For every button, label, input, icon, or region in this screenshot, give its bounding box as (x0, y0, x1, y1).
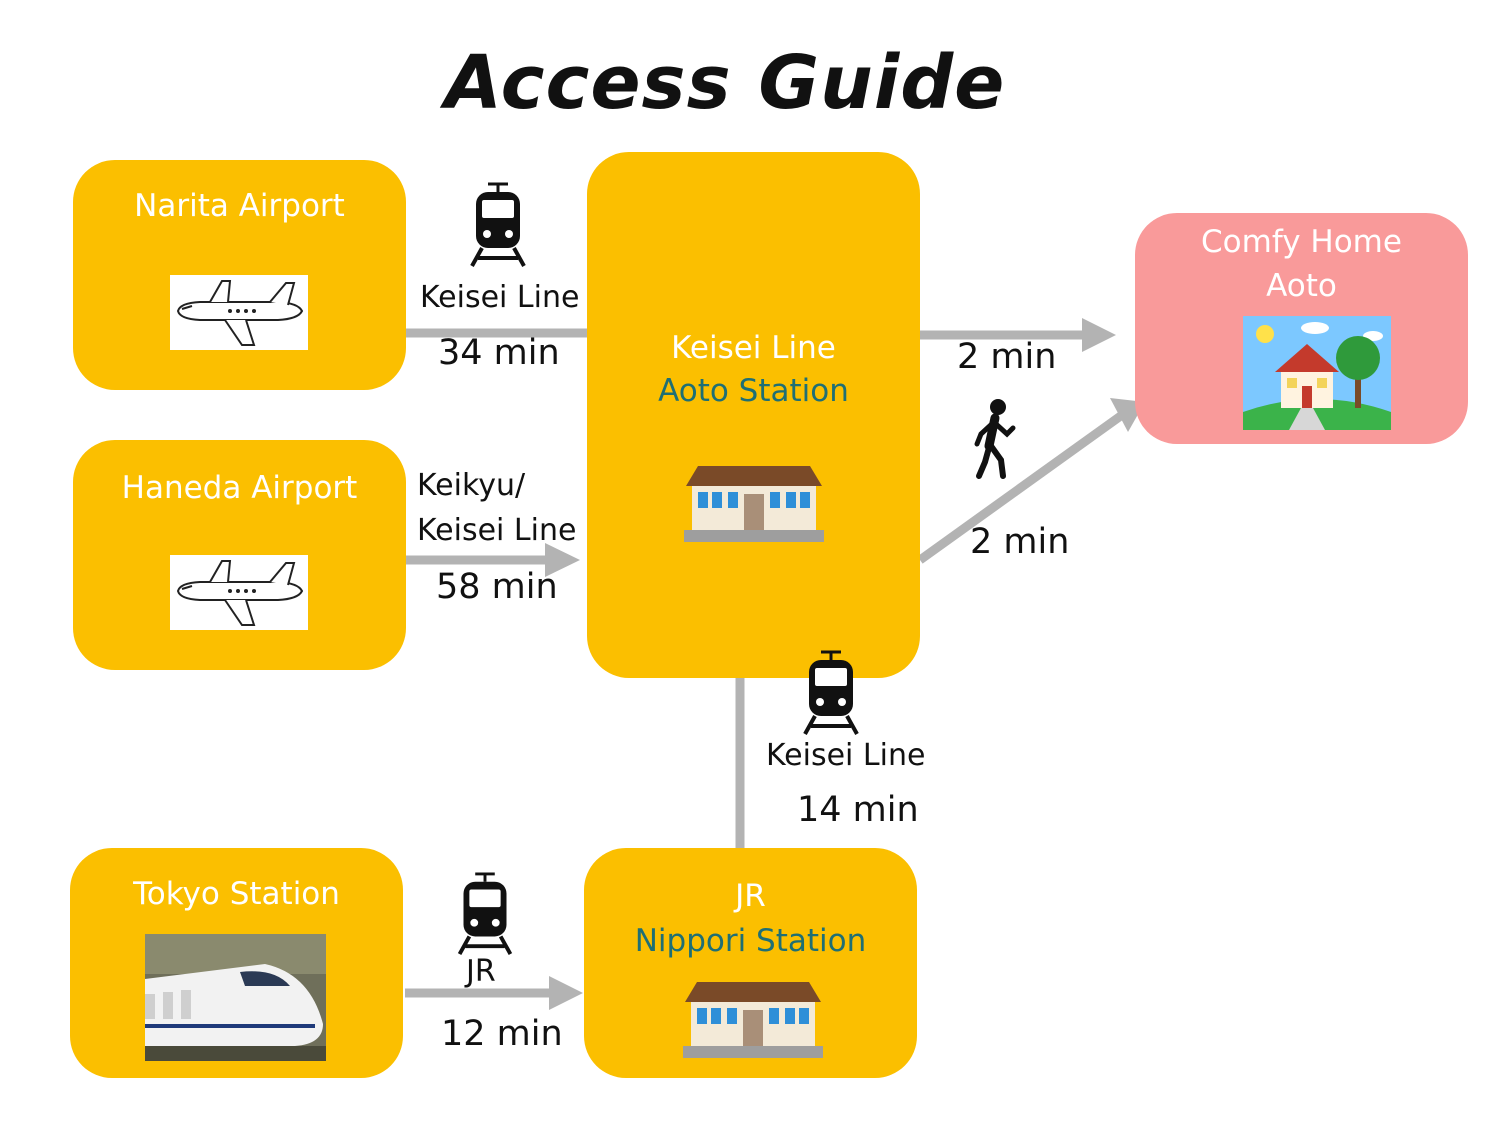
walking-person-icon (965, 398, 1025, 480)
route-time-label: 2 min (970, 522, 1070, 562)
arrowhead-haneda-aoto (545, 543, 580, 577)
aoto-line-label: Keisei Line (671, 330, 836, 366)
narita-airport-box: Narita Airport (73, 160, 406, 390)
route-time-label: 34 min (438, 333, 560, 373)
comfy-home-box: Comfy Home Aoto (1135, 213, 1468, 444)
airplane-icon (170, 555, 308, 630)
arrowhead-tokyo-nippori (549, 976, 583, 1010)
route-time-label: 14 min (797, 790, 919, 830)
comfy-home-label-line1: Comfy Home (1201, 224, 1402, 260)
bullet-train-icon (145, 934, 326, 1061)
route-line-label: Keisei Line (417, 513, 577, 548)
route-line-label: JR (466, 954, 496, 989)
narita-airport-label: Narita Airport (134, 188, 345, 224)
airplane-icon (170, 275, 308, 350)
tokyo-station-label: Tokyo Station (133, 876, 340, 912)
haneda-airport-label: Haneda Airport (121, 470, 358, 506)
station-building-icon (684, 464, 824, 544)
haneda-airport-box: Haneda Airport (73, 440, 406, 670)
nippori-line-label: JR (735, 878, 766, 914)
house-icon (1243, 316, 1391, 430)
train-icon (470, 180, 526, 268)
route-time-label: 2 min (957, 337, 1057, 377)
route-line-label: Keisei Line (420, 280, 580, 315)
arrow-aoto-home-diagonal (917, 411, 1125, 564)
comfy-home-label-line2: Aoto (1266, 268, 1337, 304)
aoto-station-box: Keisei Line Aoto Station (587, 152, 920, 678)
route-line-label: Keikyu/ (417, 468, 526, 503)
train-icon (457, 870, 513, 956)
route-time-label: 58 min (436, 567, 558, 607)
station-building-icon (683, 980, 823, 1060)
aoto-station-label: Aoto Station (658, 373, 849, 409)
page-title: Access Guide (444, 40, 1006, 126)
route-line-label: Keisei Line (766, 738, 926, 773)
tokyo-station-box: Tokyo Station (70, 848, 403, 1078)
nippori-station-label: Nippori Station (634, 923, 867, 959)
train-icon (803, 648, 859, 736)
route-time-label: 12 min (441, 1014, 563, 1054)
nippori-station-box: JR Nippori Station (584, 848, 917, 1078)
arrowhead-aoto-home-top (1082, 318, 1116, 352)
